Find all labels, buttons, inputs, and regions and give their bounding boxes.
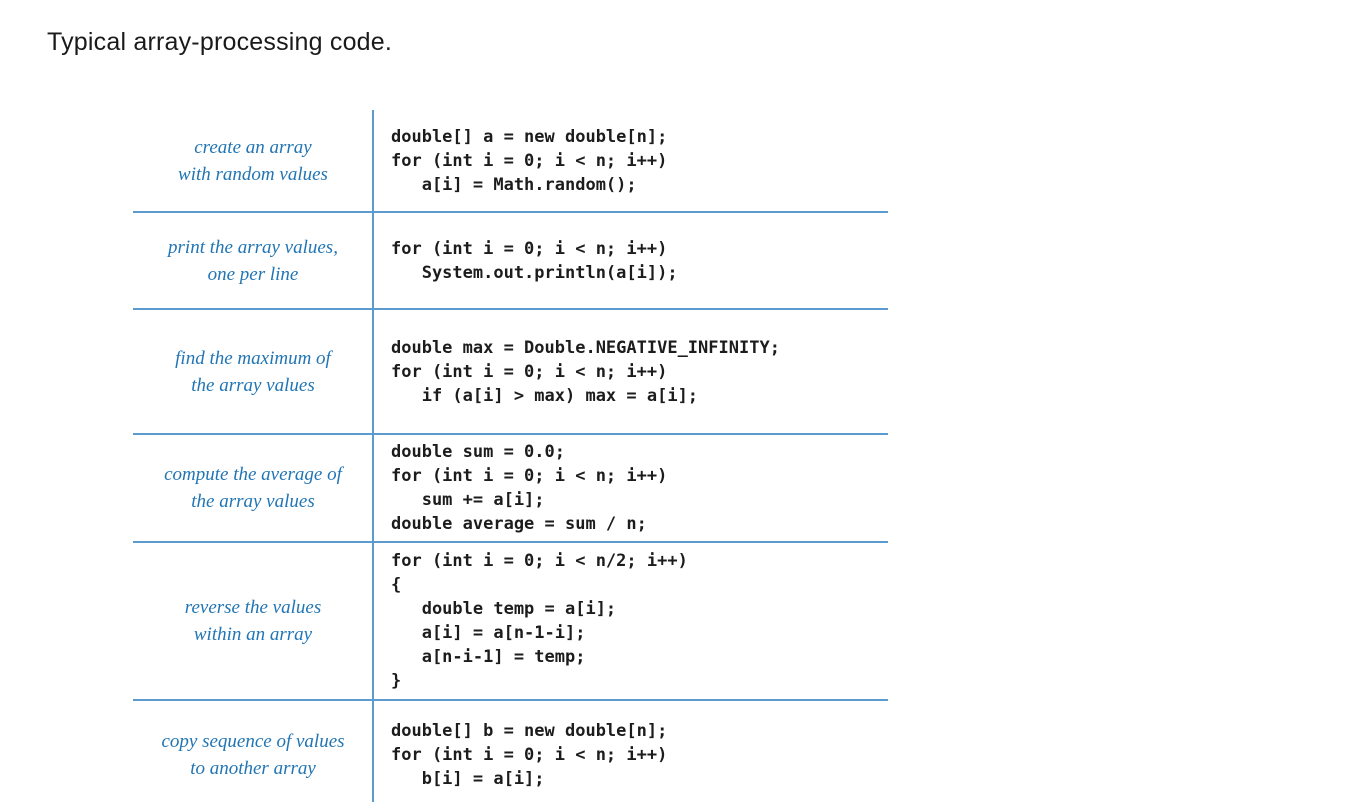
- row-label: reverse the values within an array: [133, 543, 373, 699]
- row-label: create an array with random values: [133, 110, 373, 211]
- code-snippet: double max = Double.NEGATIVE_INFINITY; f…: [391, 337, 780, 406]
- table-row: compute the average of the array values …: [133, 435, 888, 543]
- column-divider-line: [372, 110, 374, 802]
- row-label-line: find the maximum of: [175, 347, 331, 369]
- row-code-cell: double[] a = new double[n]; for (int i =…: [373, 110, 888, 211]
- row-label-line: the array values: [191, 374, 315, 396]
- row-label: print the array values, one per line: [133, 213, 373, 308]
- row-label-line: print the array values,: [168, 236, 338, 258]
- table-row: reverse the values within an array for (…: [133, 543, 888, 701]
- row-label-line: one per line: [207, 263, 299, 285]
- table-row: print the array values, one per line for…: [133, 213, 888, 310]
- row-label-line: copy sequence of values: [161, 730, 345, 752]
- code-snippet: double sum = 0.0; for (int i = 0; i < n;…: [391, 442, 668, 534]
- row-code-cell: double sum = 0.0; for (int i = 0; i < n;…: [373, 435, 888, 541]
- row-label-line: the array values: [191, 491, 315, 512]
- table-row: find the maximum of the array values dou…: [133, 310, 888, 435]
- row-label: find the maximum of the array values: [133, 310, 373, 433]
- row-label-line: to another array: [190, 757, 316, 779]
- row-label: copy sequence of values to another array: [133, 701, 373, 808]
- table-row: create an array with random values doubl…: [133, 110, 888, 213]
- row-code-cell: double max = Double.NEGATIVE_INFINITY; f…: [373, 310, 888, 433]
- row-label-line: within an array: [193, 624, 313, 645]
- code-snippet: double[] b = new double[n]; for (int i =…: [391, 720, 668, 789]
- page-title: Typical array-processing code.: [47, 28, 393, 56]
- array-processing-table: create an array with random values doubl…: [133, 110, 888, 808]
- row-label-line: compute the average of: [164, 464, 342, 485]
- row-label: compute the average of the array values: [133, 435, 373, 541]
- row-code-cell: for (int i = 0; i < n; i++) System.out.p…: [373, 213, 888, 308]
- row-label-line: with random values: [178, 163, 328, 185]
- code-snippet: double[] a = new double[n]; for (int i =…: [391, 126, 668, 195]
- row-code-cell: for (int i = 0; i < n/2; i++) { double t…: [373, 543, 888, 699]
- row-code-cell: double[] b = new double[n]; for (int i =…: [373, 701, 888, 808]
- code-snippet: for (int i = 0; i < n; i++) System.out.p…: [391, 238, 678, 283]
- code-snippet: for (int i = 0; i < n/2; i++) { double t…: [391, 551, 688, 691]
- row-label-line: create an array: [194, 136, 312, 158]
- table-row: copy sequence of values to another array…: [133, 701, 888, 808]
- row-label-line: reverse the values: [184, 597, 322, 618]
